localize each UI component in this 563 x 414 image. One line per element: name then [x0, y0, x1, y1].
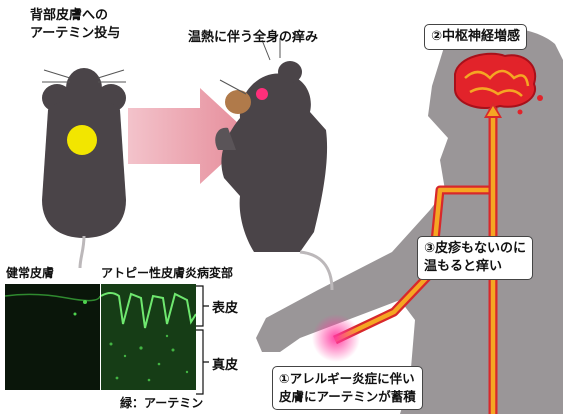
callout-1-line2: 皮膚にアーテミンが蓄積 — [279, 388, 416, 406]
injection-label-line1: 背部皮膚への — [30, 4, 108, 23]
inflamed-skin-spot — [312, 314, 360, 362]
healthy-skin-micrograph — [5, 284, 100, 390]
mouse-top-view — [42, 68, 126, 268]
green-legend-label: 緑：アーテミン — [120, 394, 203, 411]
dermis-label: 真皮 — [212, 354, 238, 373]
callout-3-line1: ③皮疹もないのに — [424, 240, 526, 258]
healthy-green-signal — [5, 284, 100, 390]
skin-layer-bracket — [196, 286, 209, 394]
healthy-skin-label: 健常皮膚 — [6, 264, 54, 281]
callout-warm-itch: ③皮疹もないのに 温もると痒い — [417, 236, 533, 280]
atopic-green-signal — [101, 284, 196, 390]
warm-itch-label: 温熱に伴う全身の痒み — [188, 26, 318, 45]
injection-site — [67, 125, 97, 155]
epidermis-label: 表皮 — [212, 297, 238, 316]
callout-1-line1: ①アレルギー炎症に伴い — [279, 370, 416, 388]
atopic-skin-label: アトピー性皮膚炎病変部 — [101, 264, 233, 281]
callout-3-line2: 温もると痒い — [424, 258, 526, 276]
callout-2-text: ②中枢神経増感 — [431, 28, 520, 46]
injection-label-line2: アーテミン投与 — [30, 22, 120, 41]
callout-central-sensitization: ②中枢神経増感 — [424, 24, 527, 50]
mouse-scratching — [215, 38, 332, 290]
atopic-skin-micrograph — [101, 284, 196, 390]
callout-artemin-accumulation: ①アレルギー炎症に伴い 皮膚にアーテミンが蓄積 — [272, 366, 423, 410]
